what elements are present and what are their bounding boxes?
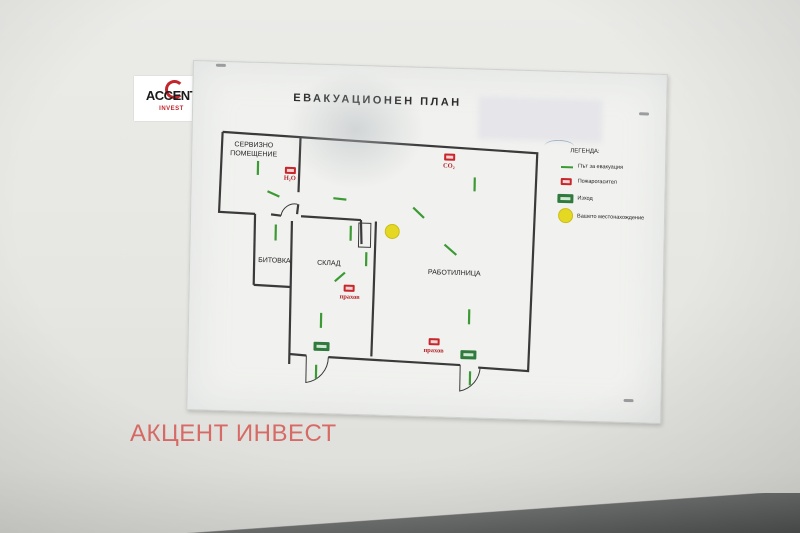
floor-plan-drawing [217, 130, 539, 392]
wall-bottom [289, 352, 307, 357]
wall-service-right-lower [295, 204, 300, 215]
fire-extinguisher-icon [343, 284, 355, 292]
floor [0, 493, 800, 533]
wall-corridor [359, 220, 363, 245]
doors [280, 203, 481, 392]
extinguisher-label-workshop-bottom: прахов [423, 346, 444, 355]
room-label-service: СЕРВИЗНО ПОМЕЩЕНИЕ [230, 141, 278, 159]
logo-main-text: ACCENT [145, 88, 198, 103]
door-service [280, 203, 298, 216]
wall-bottom-mid [328, 356, 461, 367]
door-workshop-exit [459, 365, 481, 392]
watermark-text: АКЦЕНТ ИНВЕСТ [130, 420, 337, 447]
evacuation-path-icon [560, 165, 574, 169]
wall-warehouse-top [300, 215, 362, 222]
legend-item-label: Път за евакуация [577, 163, 624, 171]
room-label-bitovka: БИТОВКА [258, 257, 291, 265]
fire-extinguisher-icon [284, 166, 296, 175]
wall-outer [222, 130, 539, 373]
logo-sub-text: INVEST [159, 106, 184, 112]
fire-extinguisher-icon [560, 177, 572, 186]
door-frame-corridor [357, 222, 372, 248]
wall-service-right [297, 137, 302, 193]
path-marker [412, 206, 425, 219]
path-marker [334, 271, 346, 283]
fire-extinguisher-icon [428, 338, 440, 346]
extinguisher-label-service: H₂O [283, 174, 296, 183]
wall-outer-left [217, 131, 256, 215]
exit-sign-icon [460, 350, 477, 360]
room-label-workshop: РАБОТИЛНИЦА [427, 269, 481, 278]
legend-item-label: Изход [577, 195, 593, 202]
wall-warehouse-right [370, 221, 378, 357]
extinguisher-label-workshop-top: CO₂ [442, 162, 455, 170]
evacuation-path-markers [256, 160, 476, 386]
fire-extinguisher-icon [444, 153, 456, 161]
door-warehouse-exit [305, 355, 329, 384]
wall-bitovka-left [252, 213, 257, 285]
wall-bitovka [270, 213, 282, 217]
legend-item-label: Пожарогасител [577, 178, 617, 186]
wall-bitovka-bottom [253, 283, 291, 289]
exit-sign-icon [313, 341, 330, 352]
wall-bitovka-right [288, 220, 294, 365]
path-marker [443, 243, 458, 256]
room-label-warehouse: СКЛАД [317, 259, 341, 268]
extinguisher-label-warehouse: прахов [339, 293, 360, 302]
logo-mark-icon [165, 80, 184, 99]
walls [217, 130, 539, 373]
evacuation-plan-board: ЕВАКУАЦИОНЕН ПЛАН [186, 60, 668, 425]
path-marker [267, 190, 280, 198]
path-marker [333, 197, 347, 201]
exit-sign-icon [557, 193, 574, 204]
legend-title: ЛЕГЕНДА: [570, 148, 600, 156]
